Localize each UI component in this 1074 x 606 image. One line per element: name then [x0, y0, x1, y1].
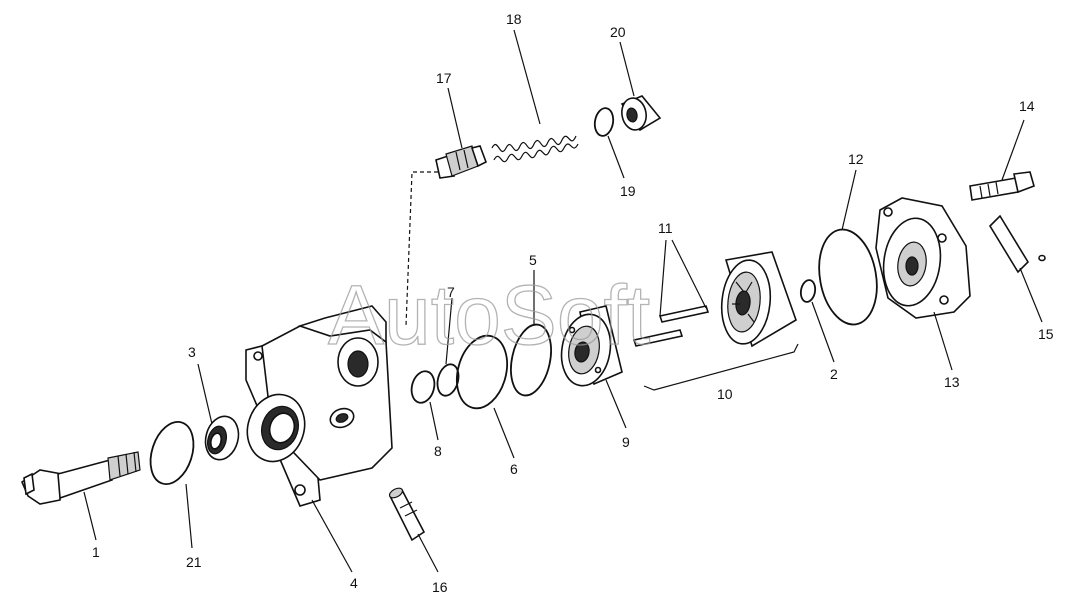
- callout-9: 9: [622, 434, 630, 450]
- callout-4: 4: [350, 575, 358, 591]
- callout-20: 20: [610, 24, 626, 40]
- part-16-valve-plug: [388, 487, 426, 542]
- callout-16: 16: [432, 579, 448, 595]
- callout-6: 6: [510, 461, 518, 477]
- part-17-valve-spool: [435, 145, 488, 179]
- callout-3: 3: [188, 344, 196, 360]
- callout-10: 10: [717, 386, 733, 402]
- part-5-o-ring: [510, 323, 552, 397]
- part-18-spring: [491, 135, 579, 163]
- watermark-text: AutoSoft: [328, 268, 650, 362]
- part-19-ring: [593, 107, 615, 137]
- part-2-ring: [799, 279, 817, 303]
- part-20-plug: [620, 95, 662, 132]
- callout-2: 2: [830, 366, 838, 382]
- callout-21: 21: [186, 554, 202, 570]
- part-12-o-ring: [818, 228, 878, 326]
- assembly-path-dashed: [405, 171, 438, 327]
- callout-15: 15: [1038, 326, 1054, 342]
- part-4-pump-housing: [245, 305, 393, 507]
- part-21-o-ring: [149, 421, 195, 485]
- part-8-ring: [410, 370, 436, 404]
- leader-lines: [83, 29, 1043, 573]
- part-3-shaft-seal: [204, 415, 240, 461]
- callout-7: 7: [447, 284, 455, 300]
- part-11-dowel-pins: [632, 305, 710, 347]
- callout-17: 17: [436, 70, 452, 86]
- callout-13: 13: [944, 374, 960, 390]
- callout-19: 19: [620, 183, 636, 199]
- part-9-port-plate: [560, 305, 623, 387]
- callout-8: 8: [434, 443, 442, 459]
- callout-1: 1: [92, 544, 100, 560]
- callout-14: 14: [1019, 98, 1035, 114]
- part-10-rotor-cam-ring: [720, 251, 797, 348]
- callout-11: 11: [658, 220, 673, 236]
- callout-5: 5: [529, 252, 537, 268]
- part-15-plate: [988, 214, 1046, 274]
- callout-12: 12: [848, 151, 864, 167]
- part-14-bolt: [969, 171, 1035, 201]
- part-13-rear-cover: [875, 197, 971, 319]
- part-6-o-ring: [456, 334, 508, 410]
- part-1-drive-shaft: [21, 451, 141, 505]
- callout-18: 18: [506, 11, 522, 27]
